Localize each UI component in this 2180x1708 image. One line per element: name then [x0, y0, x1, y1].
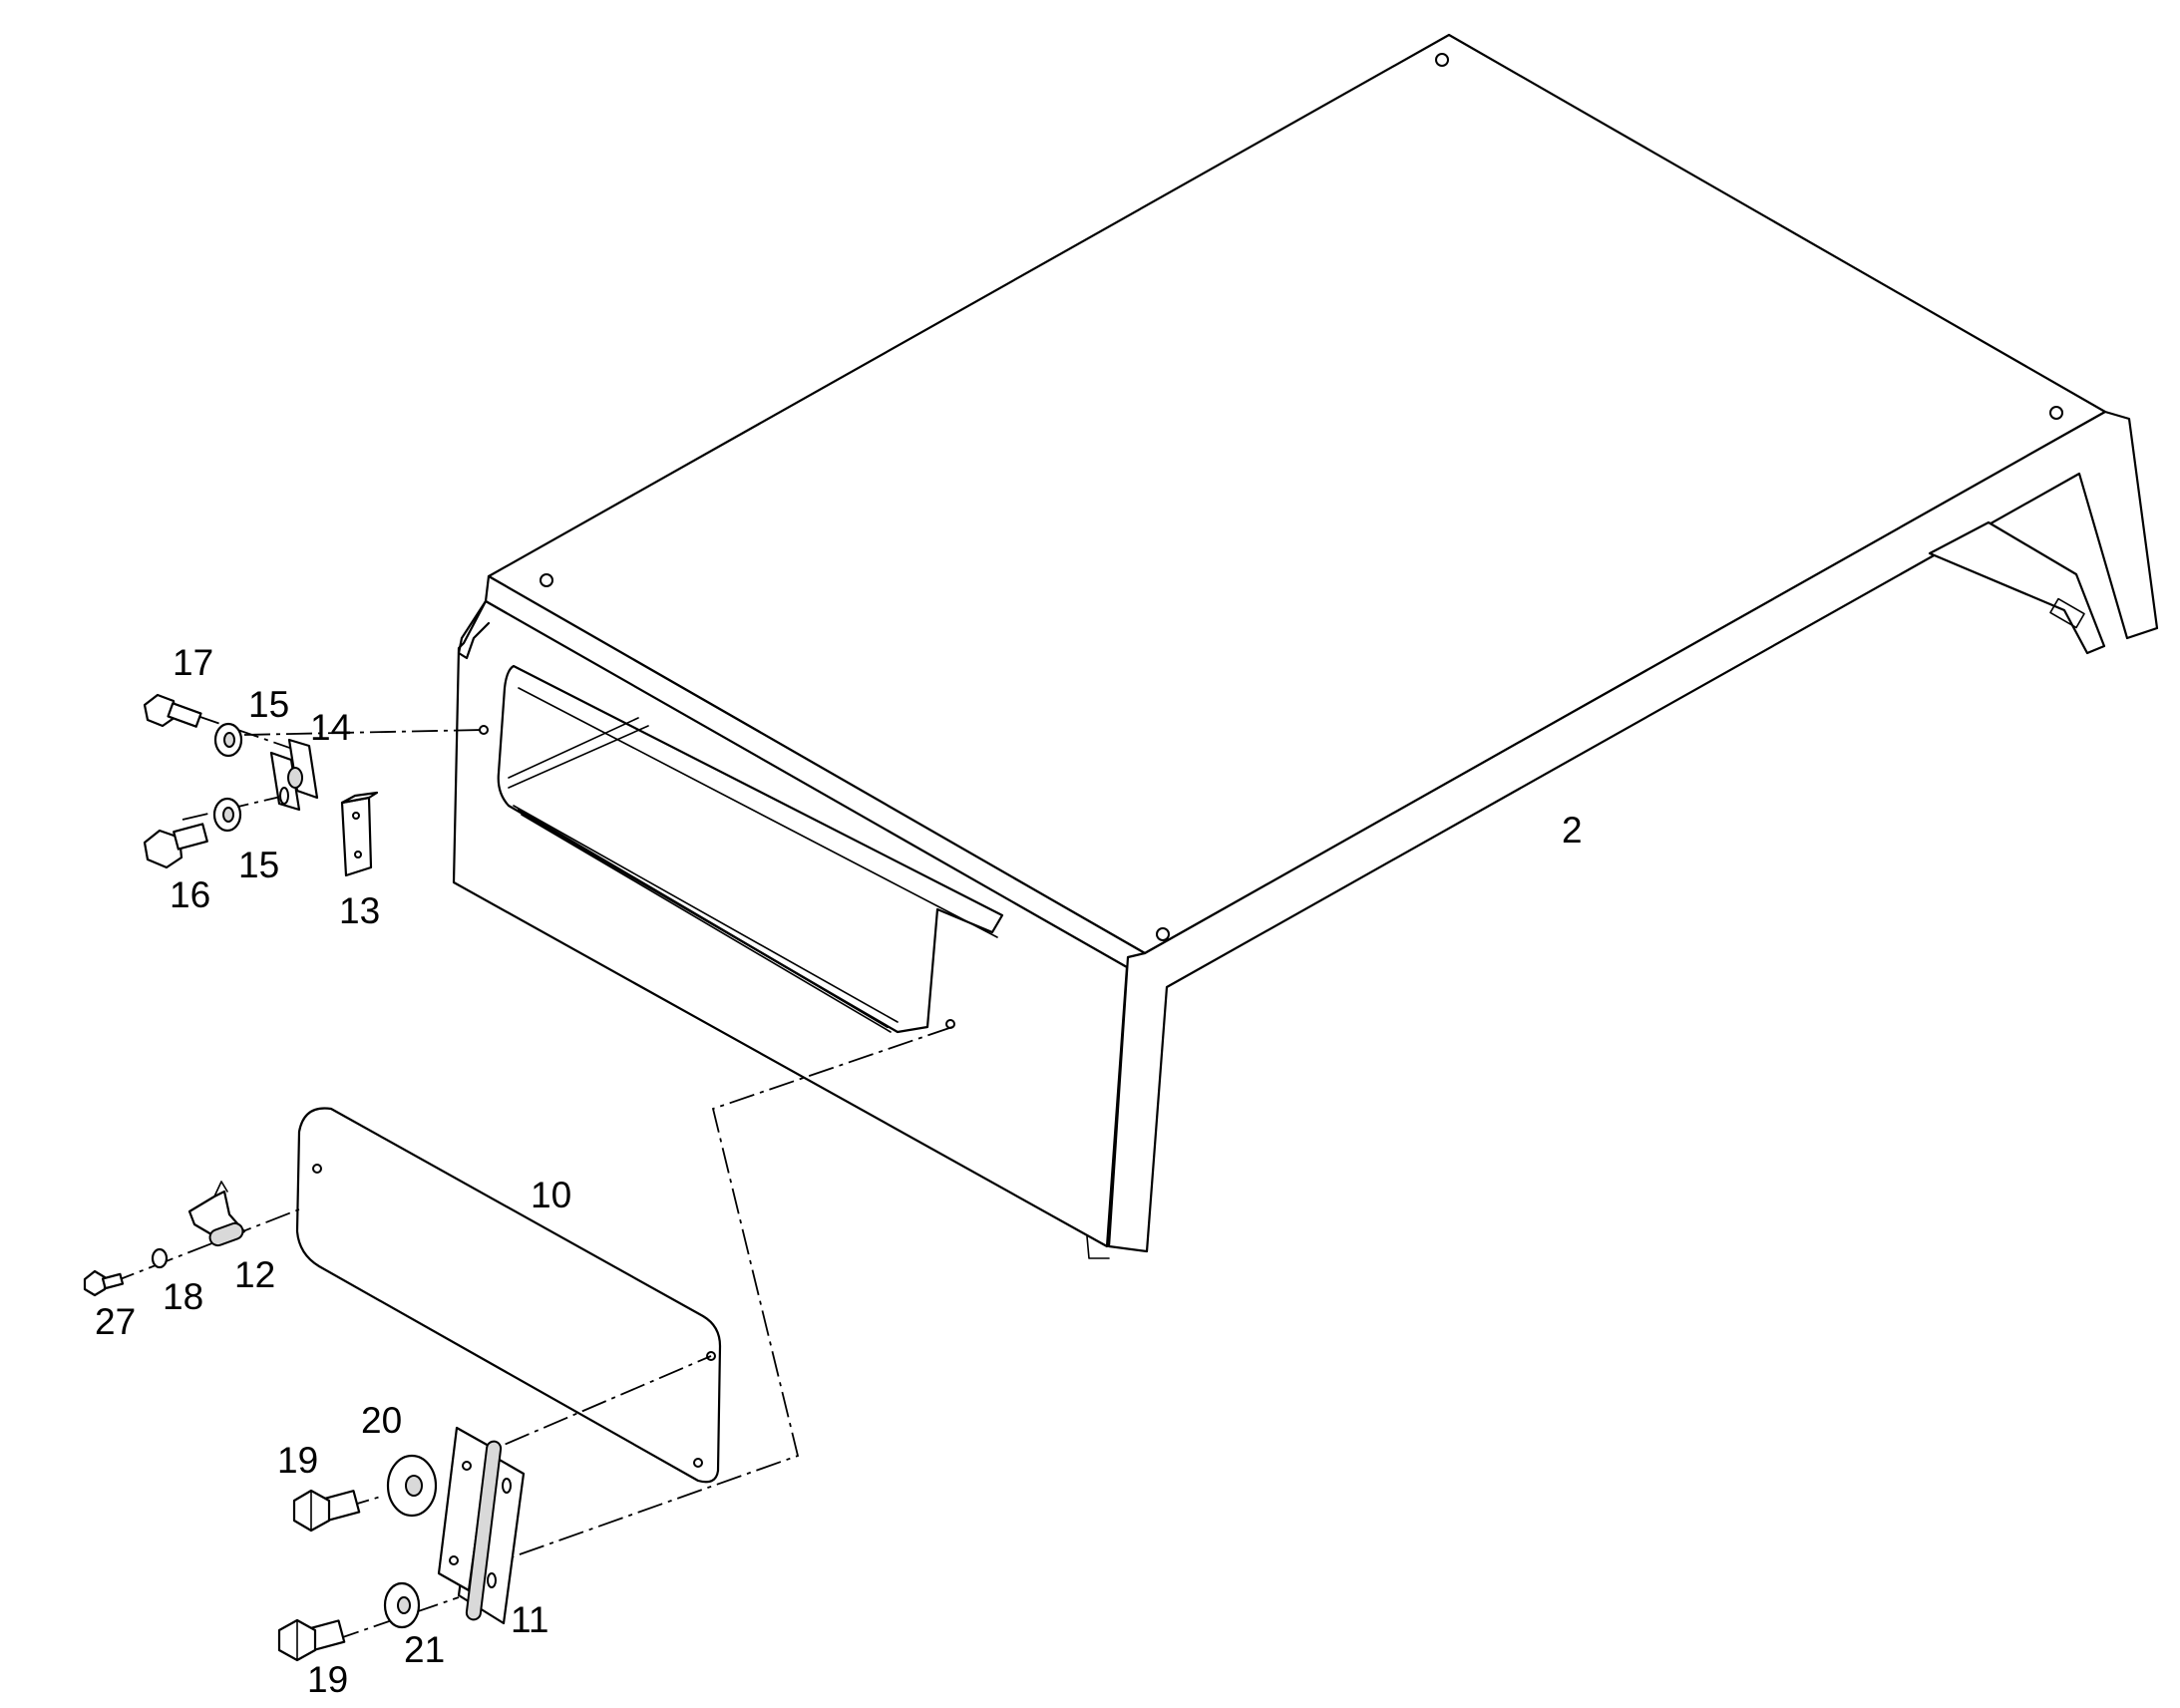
hood-left-wall-hole	[479, 725, 489, 735]
callout-19-lower: 19	[307, 1659, 348, 1700]
hood-right-wall	[1107, 410, 2159, 1253]
washer-21-hole	[397, 1596, 411, 1614]
rubber-block	[340, 791, 379, 877]
hood-hole-3	[540, 573, 553, 587]
hood-front-tab	[457, 599, 491, 660]
callout-19-upper: 19	[277, 1440, 318, 1481]
hinge-hole-1	[462, 1461, 472, 1471]
window-inner-edge	[518, 687, 998, 938]
callout-13: 13	[339, 890, 380, 931]
hinge-hole-2	[449, 1555, 459, 1565]
lock-washer-15-lower-hole	[222, 807, 234, 823]
callout-15-lower: 15	[238, 845, 279, 885]
callout-11: 11	[511, 1599, 548, 1640]
bolt-16	[143, 823, 208, 869]
hood-window-opening	[497, 664, 1004, 1034]
assembly-line-bolt17	[193, 714, 305, 754]
assembly-line-screw	[109, 1208, 300, 1284]
callout-2: 2	[1562, 810, 1583, 851]
hood-rear-flange	[1928, 520, 2106, 655]
callout-10: 10	[531, 1175, 571, 1215]
bolt-17	[143, 693, 202, 728]
hinge-hole-4	[487, 1572, 497, 1588]
hinge-pin	[465, 1440, 503, 1621]
window-bottom-edge-2	[521, 814, 892, 1033]
lock-washer-15-upper-hole	[223, 732, 235, 748]
callout-15-upper: 15	[248, 684, 289, 725]
window-inner-floor	[508, 717, 899, 1023]
flat-washer-20-hole	[405, 1475, 423, 1497]
assembly-line-hinge-top	[466, 1355, 712, 1462]
callout-27: 27	[95, 1301, 136, 1342]
callout-21: 21	[404, 1629, 445, 1670]
hood-bottom-edge	[453, 881, 1110, 1259]
callout-17: 17	[173, 642, 213, 683]
bolt-19-lower	[277, 1618, 346, 1662]
panel-hole-3	[693, 1458, 703, 1468]
hood-hole-4	[1156, 927, 1170, 941]
hood-hole-2	[2049, 406, 2063, 420]
screw-27	[83, 1269, 125, 1297]
latch-bracket	[269, 738, 319, 812]
hinge-hole-3	[502, 1478, 512, 1494]
callout-16: 16	[170, 874, 210, 915]
hinge	[437, 1426, 526, 1625]
callout-20: 20	[361, 1400, 402, 1441]
hood-cover	[452, 33, 2159, 1259]
flange-slot	[2049, 597, 2085, 629]
callout-18: 18	[163, 1276, 203, 1317]
callout-12: 12	[234, 1254, 275, 1295]
window-bottom-edge	[517, 808, 890, 1029]
assembly-line-latch	[243, 729, 485, 736]
bolt-19-upper	[292, 1489, 361, 1533]
hood-hole-1	[1435, 53, 1449, 67]
side-panel	[295, 1107, 722, 1484]
washer-18	[151, 1247, 169, 1269]
latch-clip	[187, 1181, 246, 1247]
callout-14: 14	[310, 707, 351, 748]
assembly-line-hinge	[488, 1026, 953, 1566]
panel-hole-1	[312, 1164, 322, 1174]
